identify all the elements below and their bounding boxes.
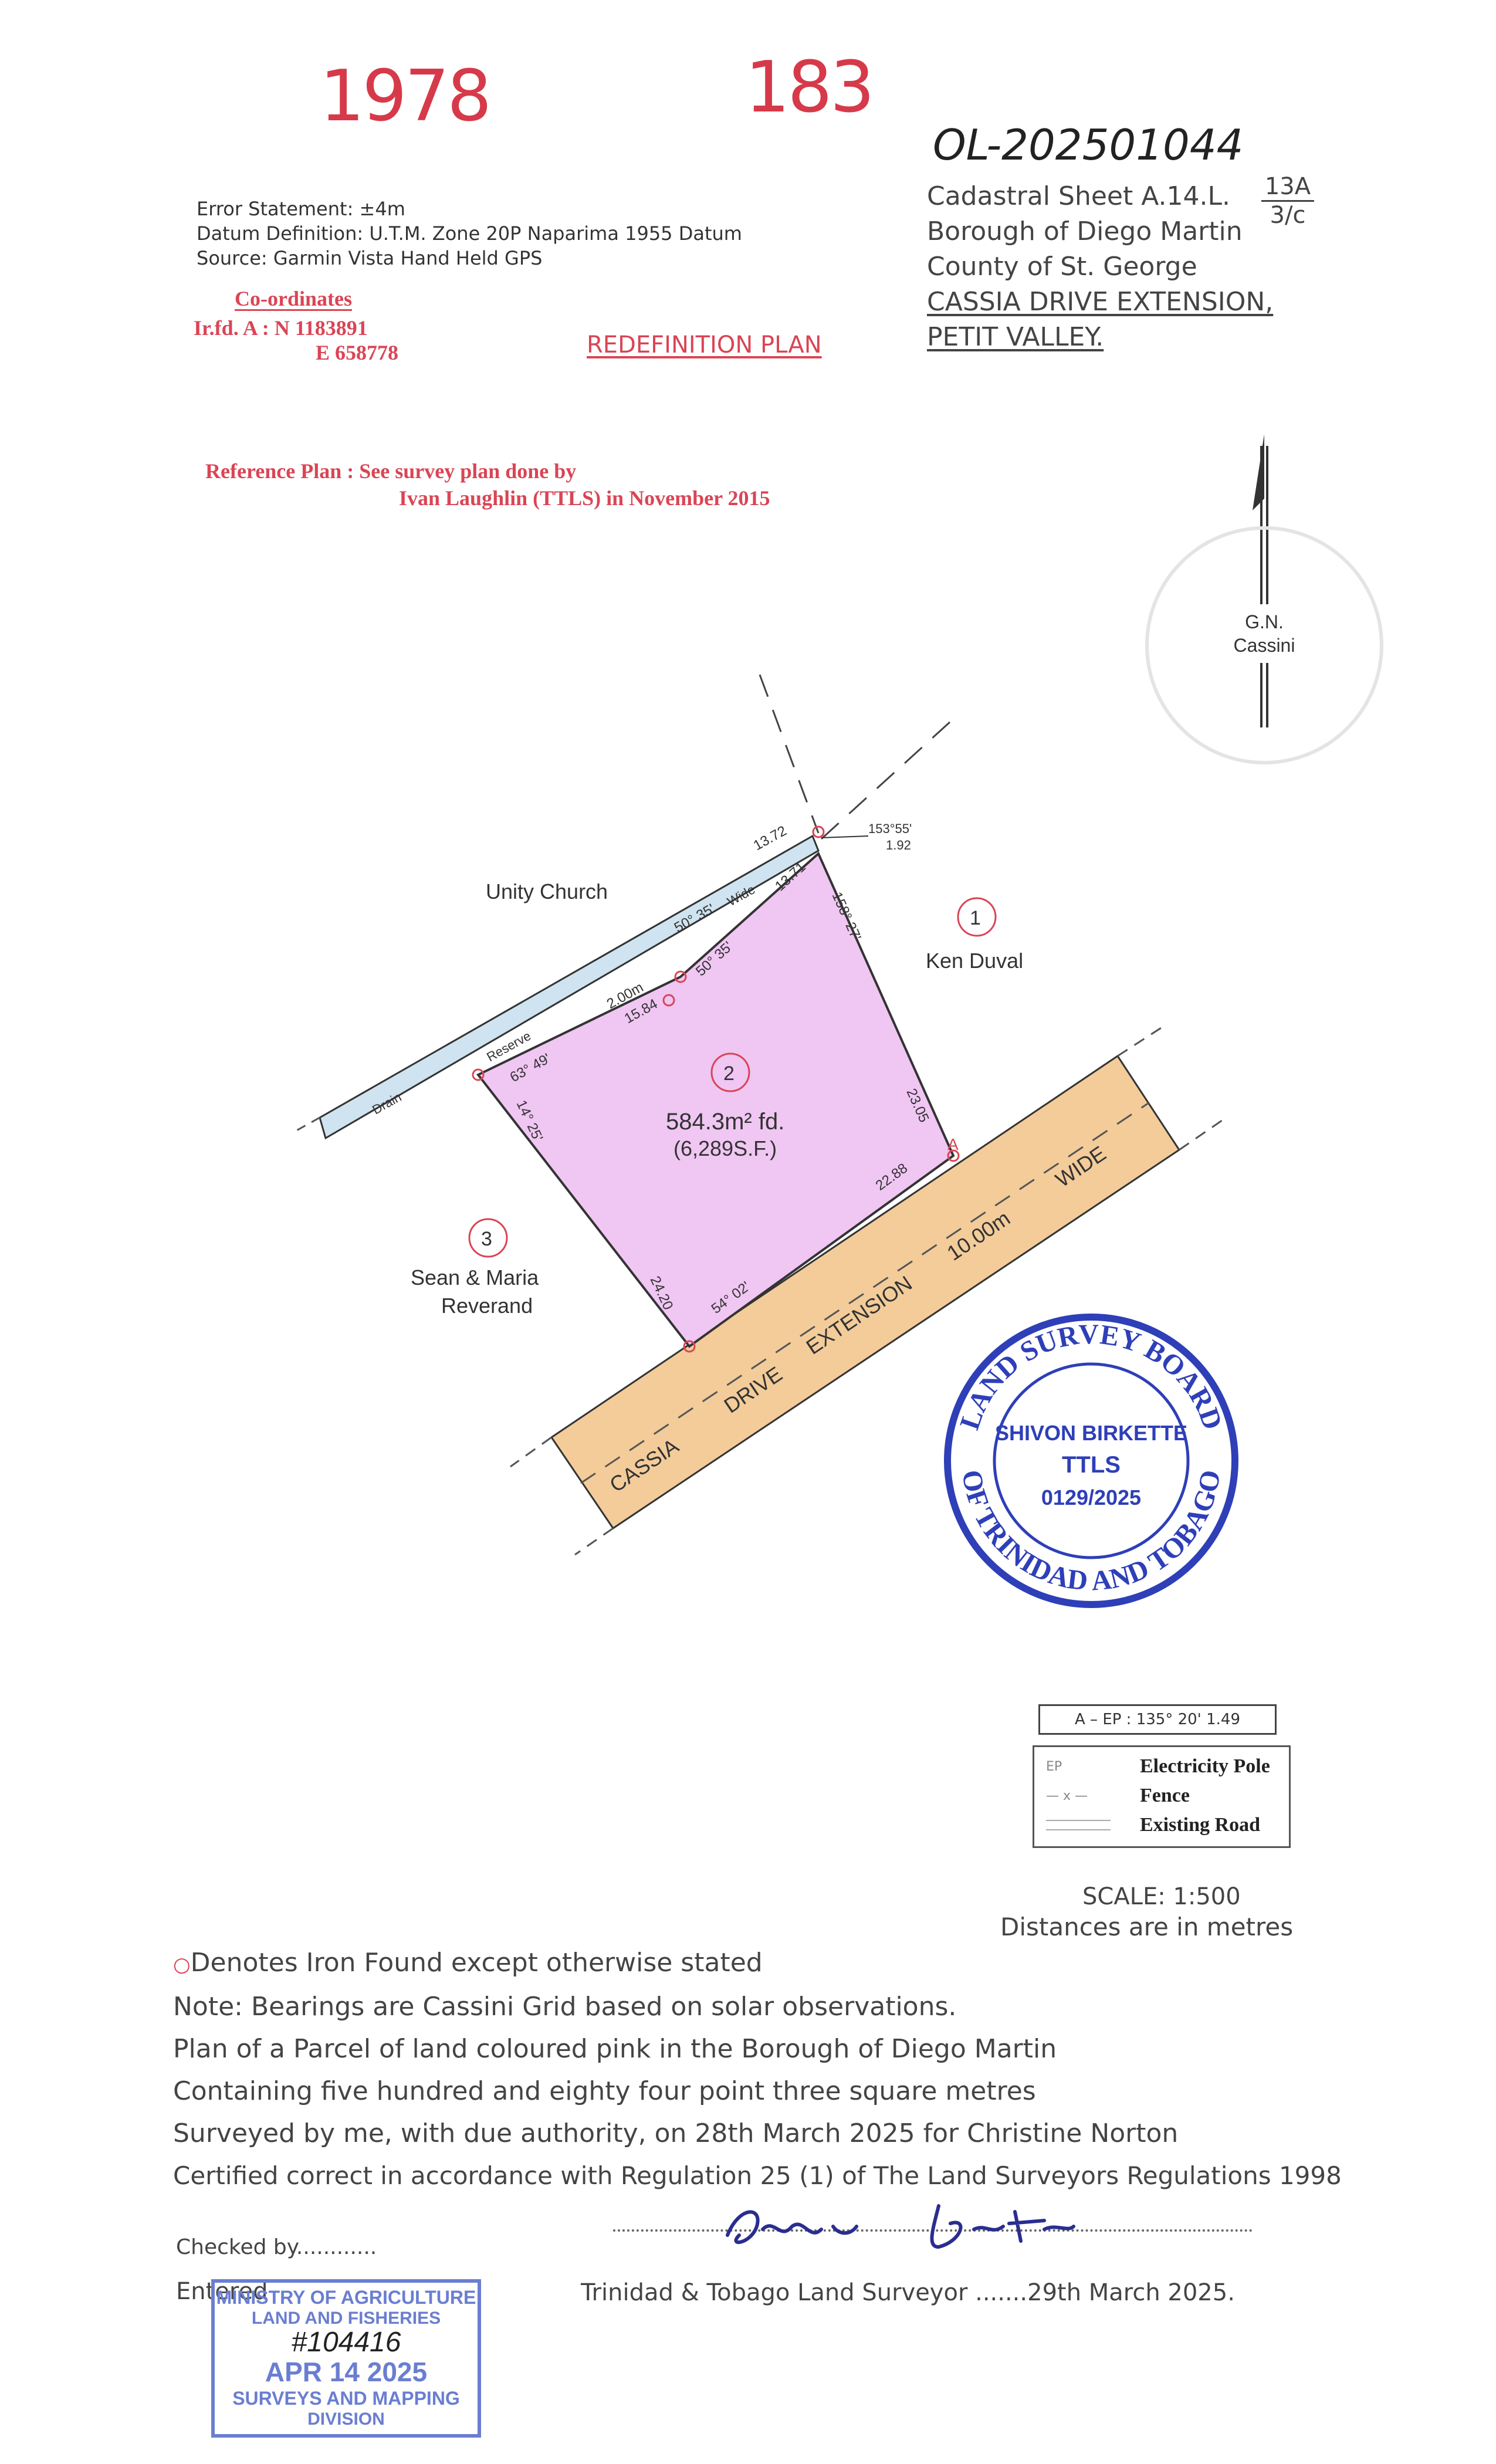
stamp-line1: MINISTRY OF AGRICULTURE <box>216 2287 476 2308</box>
point-a: A <box>947 1135 959 1153</box>
embossed-seal <box>1145 526 1383 764</box>
scale: SCALE: 1:500 <box>1082 1883 1241 1910</box>
north-arrow <box>1253 434 1268 727</box>
coordinates-line2: E 658778 <box>316 341 399 364</box>
iron-marker <box>947 1149 960 1162</box>
stamp-line3: SURVEYS AND MAPPING <box>232 2388 460 2409</box>
stamp-line4: DIVISION <box>307 2409 385 2429</box>
seal-top-text: LAND SURVEY BOARD <box>954 1319 1228 1434</box>
reference-plan-line2: Ivan Laughlin (TTLS) in November 2015 <box>399 486 770 510</box>
fraction-top: 13A <box>1261 173 1314 202</box>
stamp-hand-number: #104416 <box>291 2327 401 2358</box>
note-iron-found: ○Denotes Iron Found except otherwise sta… <box>173 1948 763 1978</box>
seal-name: SHIVON BIRKETTE <box>995 1421 1187 1445</box>
stamp-line2: LAND AND FISHERIES <box>251 2309 441 2328</box>
iron-marker <box>662 994 675 1007</box>
note-parcel: Plan of a Parcel of land coloured pink i… <box>173 2034 1057 2064</box>
file-number-left: 1978 <box>320 56 492 137</box>
coordinates-line1: Ir.fd. A : N 1183891 <box>194 316 368 340</box>
parcel-lot-2 <box>476 851 955 1348</box>
sheet-block: Cadastral Sheet A.14.L. Borough of Diego… <box>927 179 1273 355</box>
drain-reserve <box>319 834 820 1140</box>
iron-marker <box>812 825 825 838</box>
bearing-box: A – EP : 135° 20' 1.49 <box>1038 1704 1277 1735</box>
cadastral-sheet: Cadastral Sheet A.14.L. <box>927 181 1230 211</box>
distance-1-92: 1.92 <box>886 838 911 852</box>
note-bearings: Note: Bearings are Cassini Grid based on… <box>173 1992 957 2022</box>
road-centerline <box>580 1102 1149 1484</box>
reference-number: OL-202501044 <box>933 120 1244 170</box>
legend-fence: — x — Fence <box>1046 1785 1190 1806</box>
error-statement: Error Statement: ±4m <box>197 198 405 220</box>
iron-marker <box>674 970 687 983</box>
locality: PETIT VALLEY. <box>927 322 1104 352</box>
road-icon <box>1046 1820 1111 1830</box>
notes: ○Denotes Iron Found except otherwise sta… <box>173 1942 1342 2197</box>
surveyor-line: Trinidad & Tobago Land Surveyor .......2… <box>581 2279 1235 2306</box>
parcel-area: 584.3m² fd. <box>666 1109 784 1135</box>
legend-existing-road: Existing Road <box>1046 1810 1277 1840</box>
borough: Borough of Diego Martin <box>927 216 1243 246</box>
lot-number-2: 2 <box>723 1062 735 1085</box>
note-certified: Certified correct in accordance with Reg… <box>173 2161 1342 2190</box>
electricity-pole-icon: EP <box>1046 1759 1062 1774</box>
plan-type: REDEFINITION PLAN <box>587 331 822 358</box>
county: County of St. George <box>927 252 1197 282</box>
lot-number-3: 3 <box>481 1228 492 1250</box>
north-label: G.N. Cassini <box>1233 611 1295 656</box>
reference-plan-line1: Reference Plan : See survey plan done by <box>205 459 577 483</box>
legend-electricity-pole: EP Electricity Pole <box>1046 1755 1270 1777</box>
parcel-area-sf: (6,289S.F.) <box>673 1136 777 1160</box>
stamp-date: APR 14 2025 <box>265 2357 428 2387</box>
checked-by: Checked by............ <box>176 2235 377 2259</box>
sheet-fraction: 13A 3/c <box>1261 173 1314 229</box>
note-containing: Containing five hundred and eighty four … <box>173 2076 1036 2106</box>
fraction-bottom: 3/c <box>1270 202 1306 229</box>
gps-source: Source: Garmin Vista Hand Held GPS <box>197 247 543 269</box>
iron-marker <box>472 1068 485 1081</box>
label-sean-maria: Sean & Maria <box>411 1265 539 1289</box>
distance-units: Distances are in metres <box>1000 1913 1294 1941</box>
fence-icon: — x — <box>1046 1788 1088 1803</box>
error-block: Error Statement: ±4m Datum Definition: U… <box>197 197 742 270</box>
seal-number: 0129/2025 <box>1041 1485 1141 1509</box>
surveyor-signature <box>726 2204 1075 2249</box>
land-survey-board-seal: LAND SURVEY BOARD OF TRINIDAD AND TOBAGO… <box>944 1314 1238 1608</box>
seal-title: TTLS <box>1062 1452 1121 1478</box>
datum-definition: Datum Definition: U.T.M. Zone 20P Napari… <box>197 222 742 245</box>
distance-13-72: 13.72 <box>751 823 790 854</box>
iron-marker <box>683 1340 696 1353</box>
coordinates-title: Co-ordinates <box>235 287 352 310</box>
street: CASSIA DRIVE EXTENSION, <box>927 287 1274 317</box>
label-unity-church: Unity Church <box>486 879 608 903</box>
label-ken-duval: Ken Duval <box>926 949 1023 973</box>
ministry-stamp: MINISTRY OF AGRICULTURE LAND AND FISHERI… <box>211 2279 481 2438</box>
lot-number-1: 1 <box>970 907 981 929</box>
file-number-right: 183 <box>745 47 875 128</box>
label-reverand: Reverand <box>441 1294 533 1318</box>
bearing-153-55: 153°55' <box>868 821 912 836</box>
note-surveyed: Surveyed by me, with due authority, on 2… <box>173 2118 1179 2148</box>
legend: EP Electricity Pole — x — Fence Existing… <box>1033 1745 1291 1848</box>
